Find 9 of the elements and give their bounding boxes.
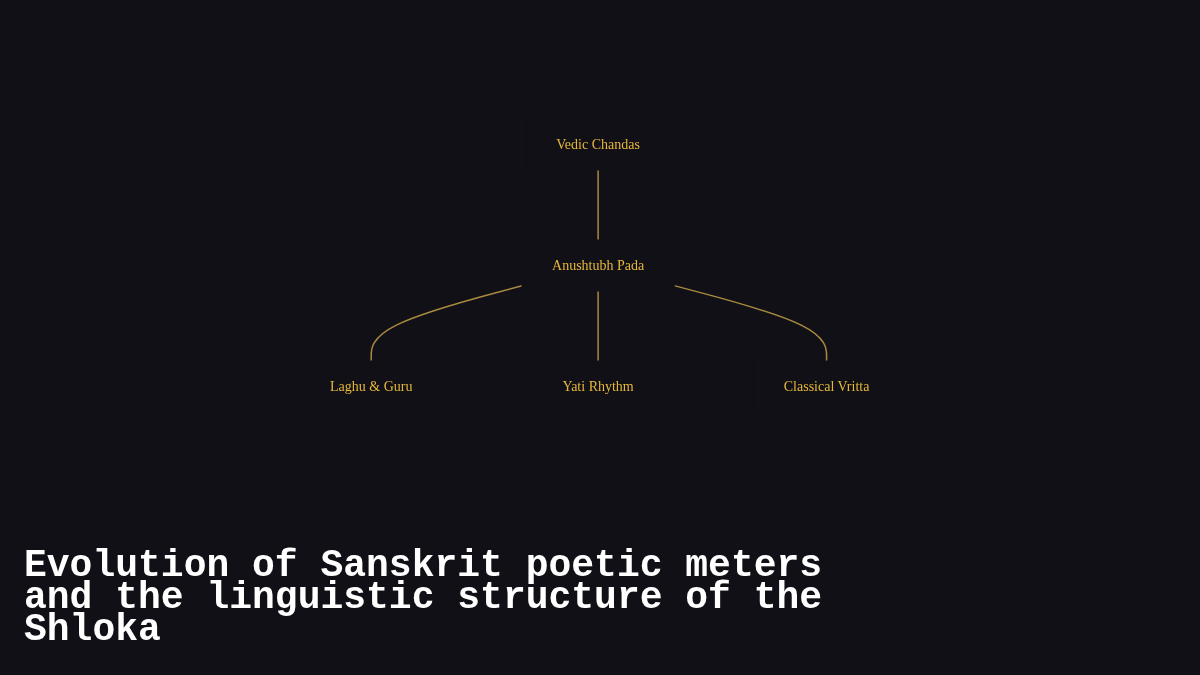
connector xyxy=(597,289,600,362)
connector xyxy=(597,168,600,241)
node-text: Vedic Chandas xyxy=(556,136,641,152)
connector xyxy=(370,284,524,362)
node-text: Classical Vritta xyxy=(784,378,870,394)
connector xyxy=(673,284,828,362)
node-text: Yati Rhythm xyxy=(562,378,635,394)
node-text: Anushtubh Pada xyxy=(552,257,645,273)
node-text: Laghu & Guru xyxy=(330,378,413,394)
